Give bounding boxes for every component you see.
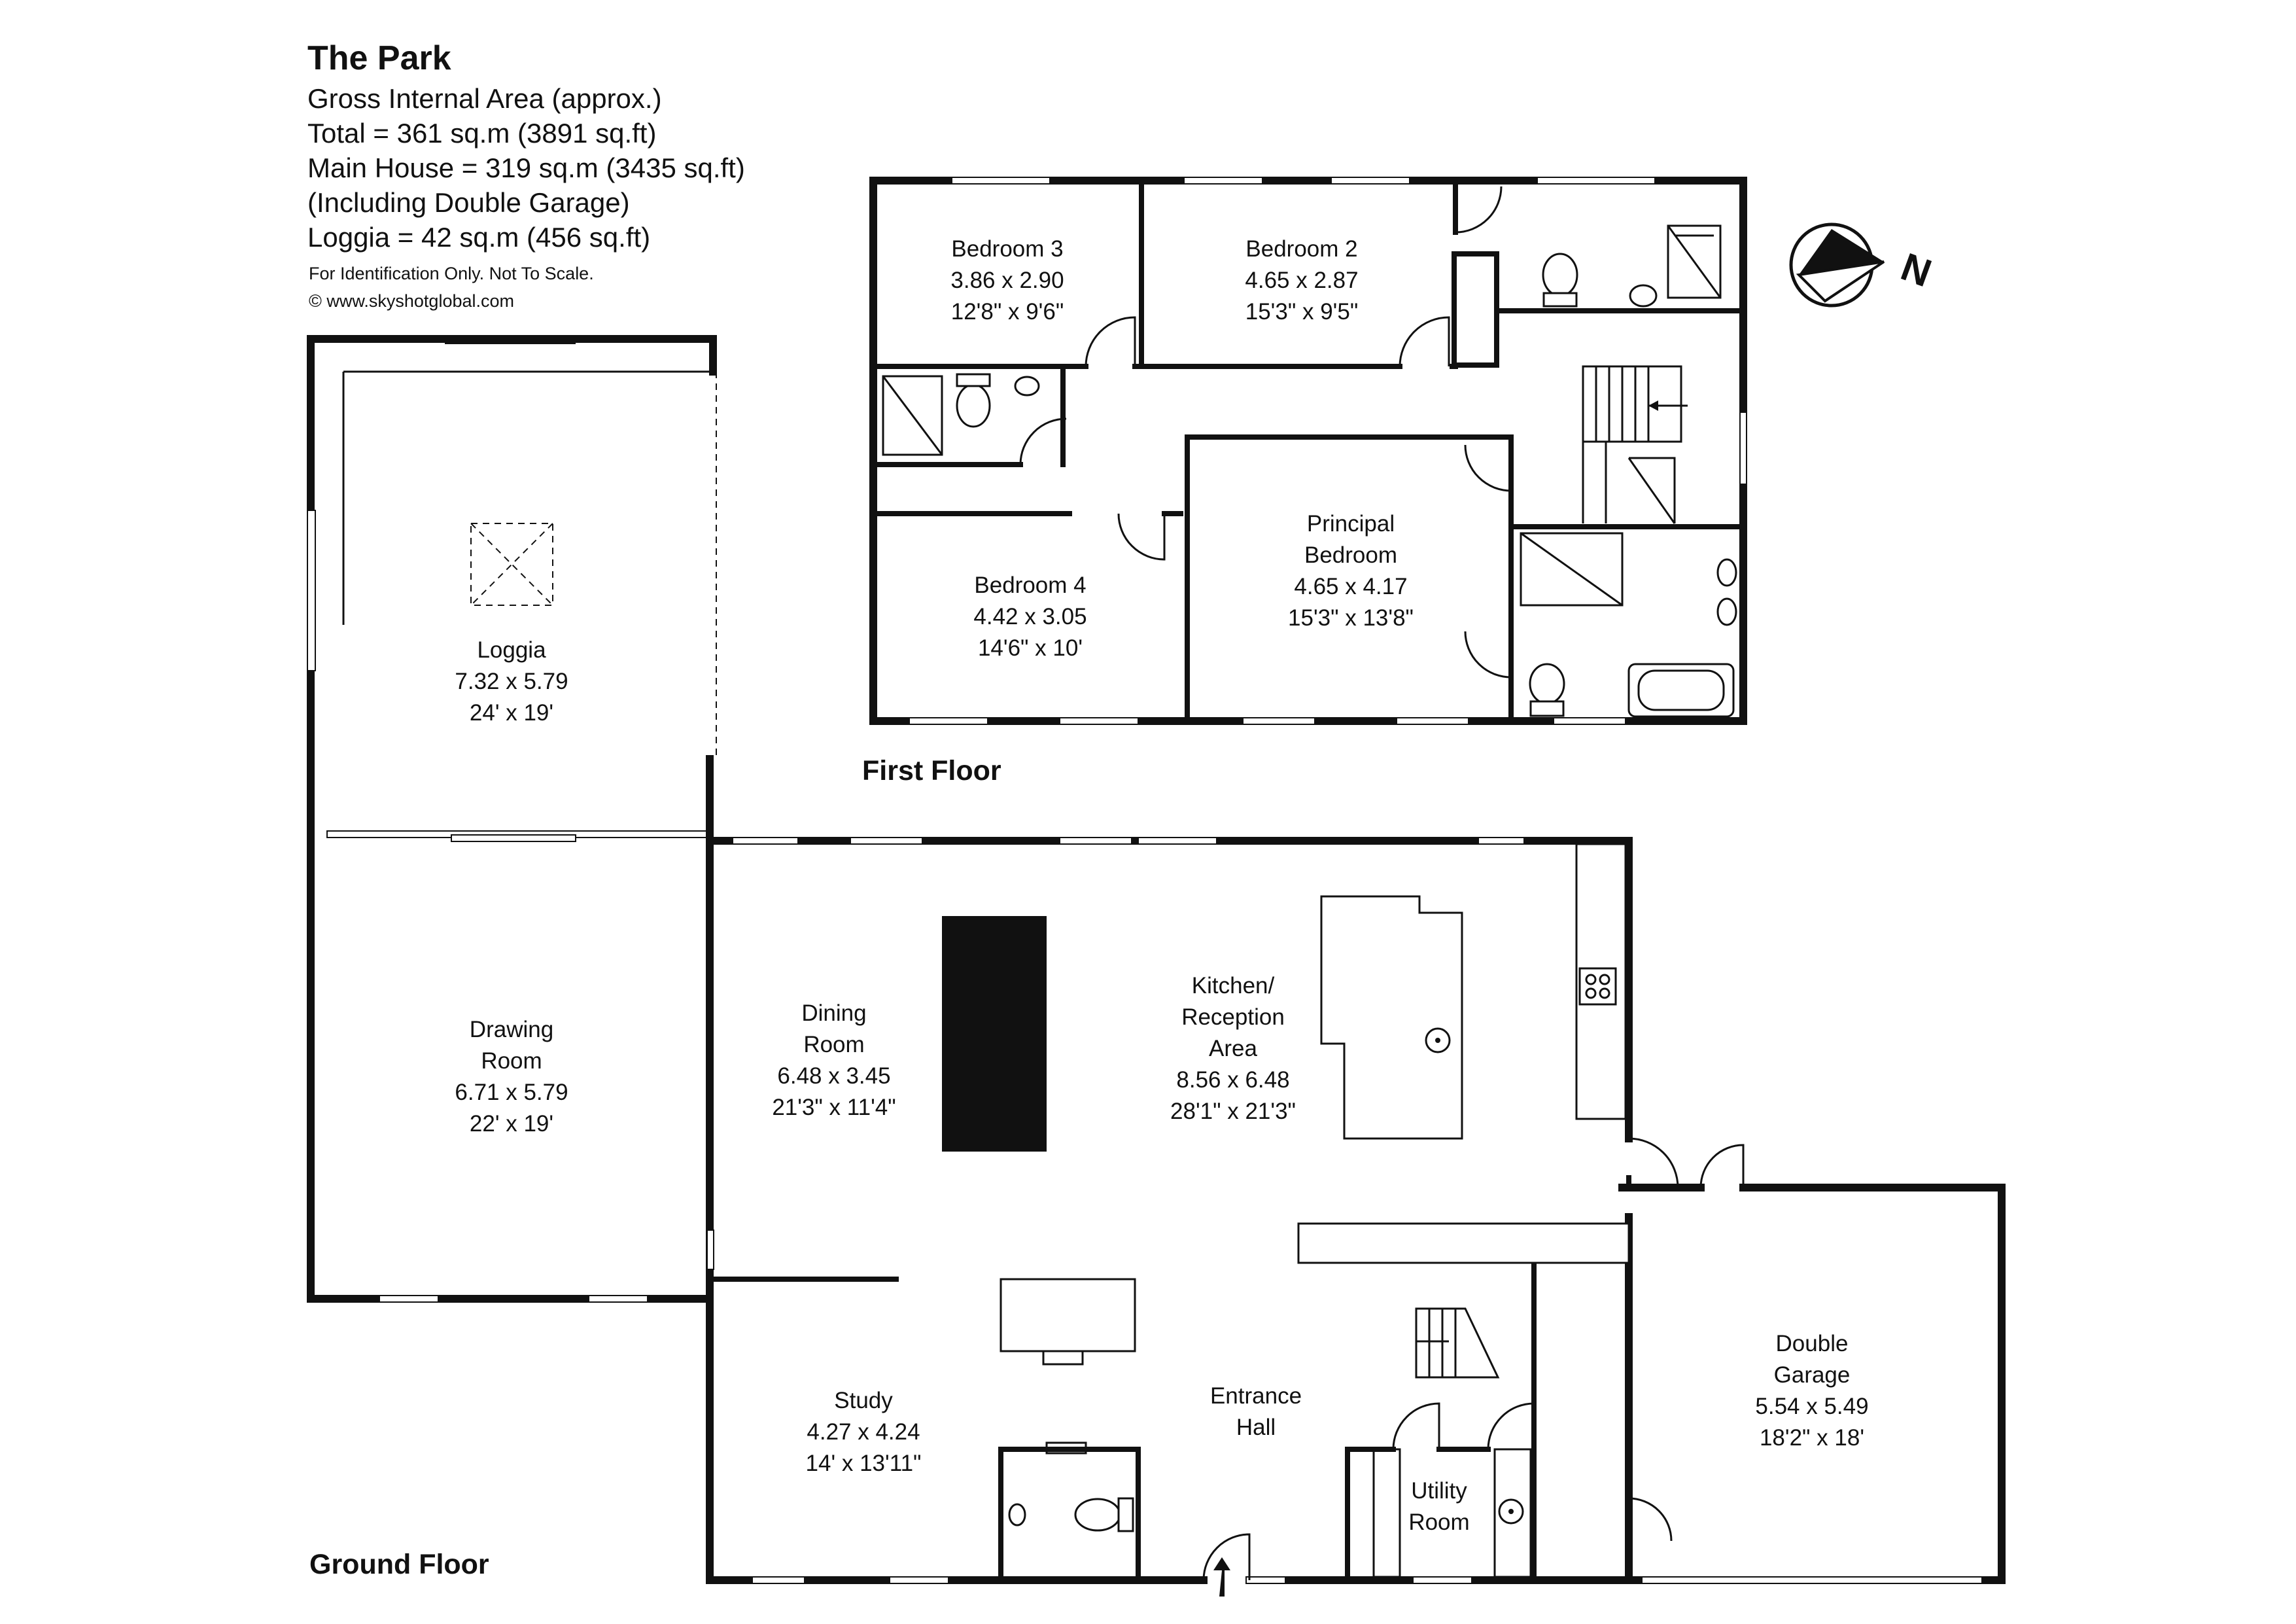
north-label: N: [1896, 245, 1938, 296]
svg-text:6.48 x 3.45: 6.48 x 3.45: [777, 1063, 890, 1089]
room-bedroom-2: Bedroom 2 4.65 x 2.87 15'3" x 9'5": [1245, 236, 1358, 325]
svg-text:Double: Double: [1776, 1331, 1849, 1356]
svg-text:5.54 x 5.49: 5.54 x 5.49: [1755, 1394, 1868, 1419]
svg-text:Principal: Principal: [1307, 511, 1395, 537]
copyright: © www.skyshotglobal.com: [309, 291, 514, 311]
svg-text:4.65 x 2.87: 4.65 x 2.87: [1245, 268, 1358, 293]
svg-text:Area: Area: [1209, 1036, 1257, 1061]
svg-text:Bedroom 2: Bedroom 2: [1245, 236, 1357, 262]
north-arrow-icon: N: [1789, 222, 1938, 308]
room-bedroom-3: Bedroom 3 3.86 x 2.90 12'8" x 9'6": [950, 236, 1064, 325]
ground-floor-label: Ground Floor: [309, 1549, 489, 1580]
room-entrance-hall: Entrance Hall: [1210, 1383, 1302, 1440]
svg-text:24' x 19': 24' x 19': [470, 700, 553, 726]
svg-text:12'8" x 9'6": 12'8" x 9'6": [951, 299, 1064, 325]
first-floor-label: First Floor: [862, 755, 1001, 786]
svg-text:Hall: Hall: [1236, 1415, 1276, 1440]
svg-text:Utility: Utility: [1411, 1478, 1467, 1504]
svg-text:Study: Study: [834, 1388, 893, 1413]
svg-text:15'3" x 13'8": 15'3" x 13'8": [1288, 605, 1414, 631]
svg-text:15'3" x 9'5": 15'3" x 9'5": [1245, 299, 1359, 325]
room-study: Study 4.27 x 4.24 14' x 13'11": [806, 1388, 922, 1476]
plan-title: The Park: [307, 39, 451, 77]
svg-text:4.42 x 3.05: 4.42 x 3.05: [973, 604, 1087, 629]
gia-main-house: Main House = 319 sq.m (3435 sq.ft): [307, 152, 745, 183]
svg-text:Bedroom 4: Bedroom 4: [974, 573, 1086, 598]
header: The Park Gross Internal Area (approx.) T…: [307, 39, 745, 311]
svg-text:Kitchen/: Kitchen/: [1192, 973, 1275, 998]
room-loggia: Loggia 7.32 x 5.79 24' x 19': [455, 637, 568, 726]
svg-text:Room: Room: [1408, 1509, 1469, 1535]
svg-text:4.27 x 4.24: 4.27 x 4.24: [807, 1419, 920, 1445]
room-kitchen-reception: Kitchen/ Reception Area 8.56 x 6.48 28'1…: [1170, 973, 1296, 1124]
svg-text:8.56 x 6.48: 8.56 x 6.48: [1176, 1067, 1289, 1093]
svg-text:6.71 x 5.79: 6.71 x 5.79: [455, 1080, 568, 1105]
ground-floor-plan: Loggia 7.32 x 5.79 24' x 19' Drawing Roo…: [307, 335, 2006, 1597]
svg-text:Reception: Reception: [1181, 1004, 1285, 1030]
svg-text:Drawing: Drawing: [470, 1017, 553, 1042]
svg-text:14'6" x 10': 14'6" x 10': [978, 635, 1083, 661]
svg-text:Bedroom 3: Bedroom 3: [951, 236, 1063, 262]
room-bedroom-4: Bedroom 4 4.42 x 3.05 14'6" x 10': [973, 573, 1087, 661]
svg-text:Entrance: Entrance: [1210, 1383, 1302, 1409]
room-double-garage: Double Garage 5.54 x 5.49 18'2" x 18': [1755, 1331, 1868, 1451]
svg-text:Loggia: Loggia: [477, 637, 546, 663]
svg-text:4.65 x 4.17: 4.65 x 4.17: [1294, 574, 1407, 599]
svg-text:3.86 x 2.90: 3.86 x 2.90: [950, 268, 1064, 293]
svg-text:Bedroom: Bedroom: [1304, 542, 1397, 568]
svg-text:7.32 x 5.79: 7.32 x 5.79: [455, 669, 568, 694]
svg-text:Dining: Dining: [801, 1000, 866, 1026]
room-utility-room: Utility Room: [1408, 1478, 1469, 1535]
gia-heading: Gross Internal Area (approx.): [307, 83, 662, 114]
room-principal-bedroom: Principal Bedroom 4.65 x 4.17 15'3" x 13…: [1288, 511, 1414, 631]
svg-text:Room: Room: [481, 1048, 542, 1074]
first-floor-stairs: [1582, 365, 1688, 524]
first-floor-plan: Bedroom 3 3.86 x 2.90 12'8" x 9'6" Bedro…: [862, 177, 1747, 786]
gia-loggia: Loggia = 42 sq.m (456 sq.ft): [307, 222, 650, 253]
svg-text:Garage: Garage: [1774, 1362, 1851, 1388]
svg-text:22' x 19': 22' x 19': [470, 1111, 553, 1137]
room-drawing-room: Drawing Room 6.71 x 5.79 22' x 19': [455, 1017, 568, 1137]
gia-total: Total = 361 sq.m (3891 sq.ft): [307, 118, 656, 149]
svg-text:Room: Room: [803, 1032, 864, 1057]
svg-text:28'1" x 21'3": 28'1" x 21'3": [1170, 1099, 1296, 1124]
svg-text:14' x 13'11": 14' x 13'11": [806, 1451, 922, 1476]
svg-text:21'3" x 11'4": 21'3" x 11'4": [772, 1095, 896, 1120]
disclaimer: For Identification Only. Not To Scale.: [309, 264, 594, 283]
room-dining-room: Dining Room 6.48 x 3.45 21'3" x 11'4": [772, 1000, 896, 1120]
svg-text:18'2" x 18': 18'2" x 18': [1760, 1425, 1864, 1451]
gia-including-note: (Including Double Garage): [307, 187, 630, 218]
bathroom-fixtures: [882, 224, 1737, 718]
